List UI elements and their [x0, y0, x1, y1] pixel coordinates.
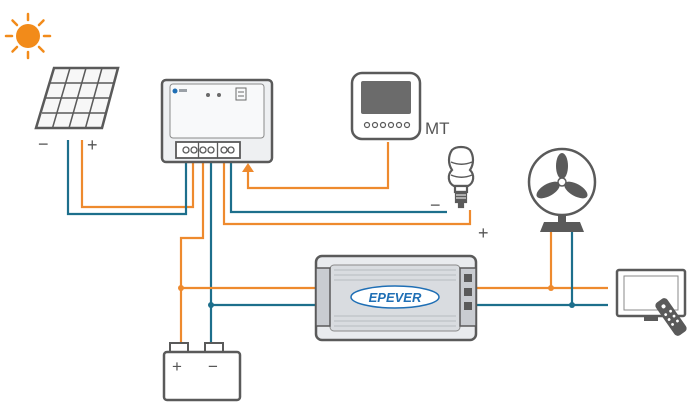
remote-control-icon: [655, 298, 687, 336]
wire-battery-positive: [179, 160, 205, 345]
charge-controller-icon: [160, 78, 274, 164]
meter-arrow-icon: [242, 163, 254, 172]
wire-panel-positive: [80, 140, 195, 209]
junction-dot: [208, 302, 214, 308]
wire-load-positive: [222, 160, 472, 226]
sun-icon: [4, 12, 52, 60]
junction-dot: [548, 285, 554, 291]
fan-icon: [527, 147, 597, 232]
battery-minus-label: −: [208, 357, 218, 376]
light-bulb-icon: [447, 145, 475, 209]
battery-icon: [162, 342, 242, 402]
battery-plus-label: +: [172, 357, 182, 376]
solar-panel-icon: [34, 66, 120, 130]
wire-panel-negative: [66, 140, 188, 216]
wires: [66, 140, 608, 345]
junction-dot: [569, 302, 575, 308]
wire-junctions: [178, 285, 575, 308]
wire-load-negative: [229, 160, 447, 214]
junction-dot: [178, 285, 184, 291]
remote-meter-icon: [350, 71, 422, 141]
panel-minus-label: −: [38, 134, 49, 154]
wire-meter: [246, 142, 390, 190]
load-plus-label: +: [478, 223, 489, 243]
meter-label: MT: [425, 119, 450, 138]
load-minus-label: −: [430, 195, 441, 215]
inverter-brand-label: EPEVER: [369, 290, 422, 305]
panel-plus-label: +: [87, 135, 98, 155]
inverter-icon: [314, 254, 478, 342]
